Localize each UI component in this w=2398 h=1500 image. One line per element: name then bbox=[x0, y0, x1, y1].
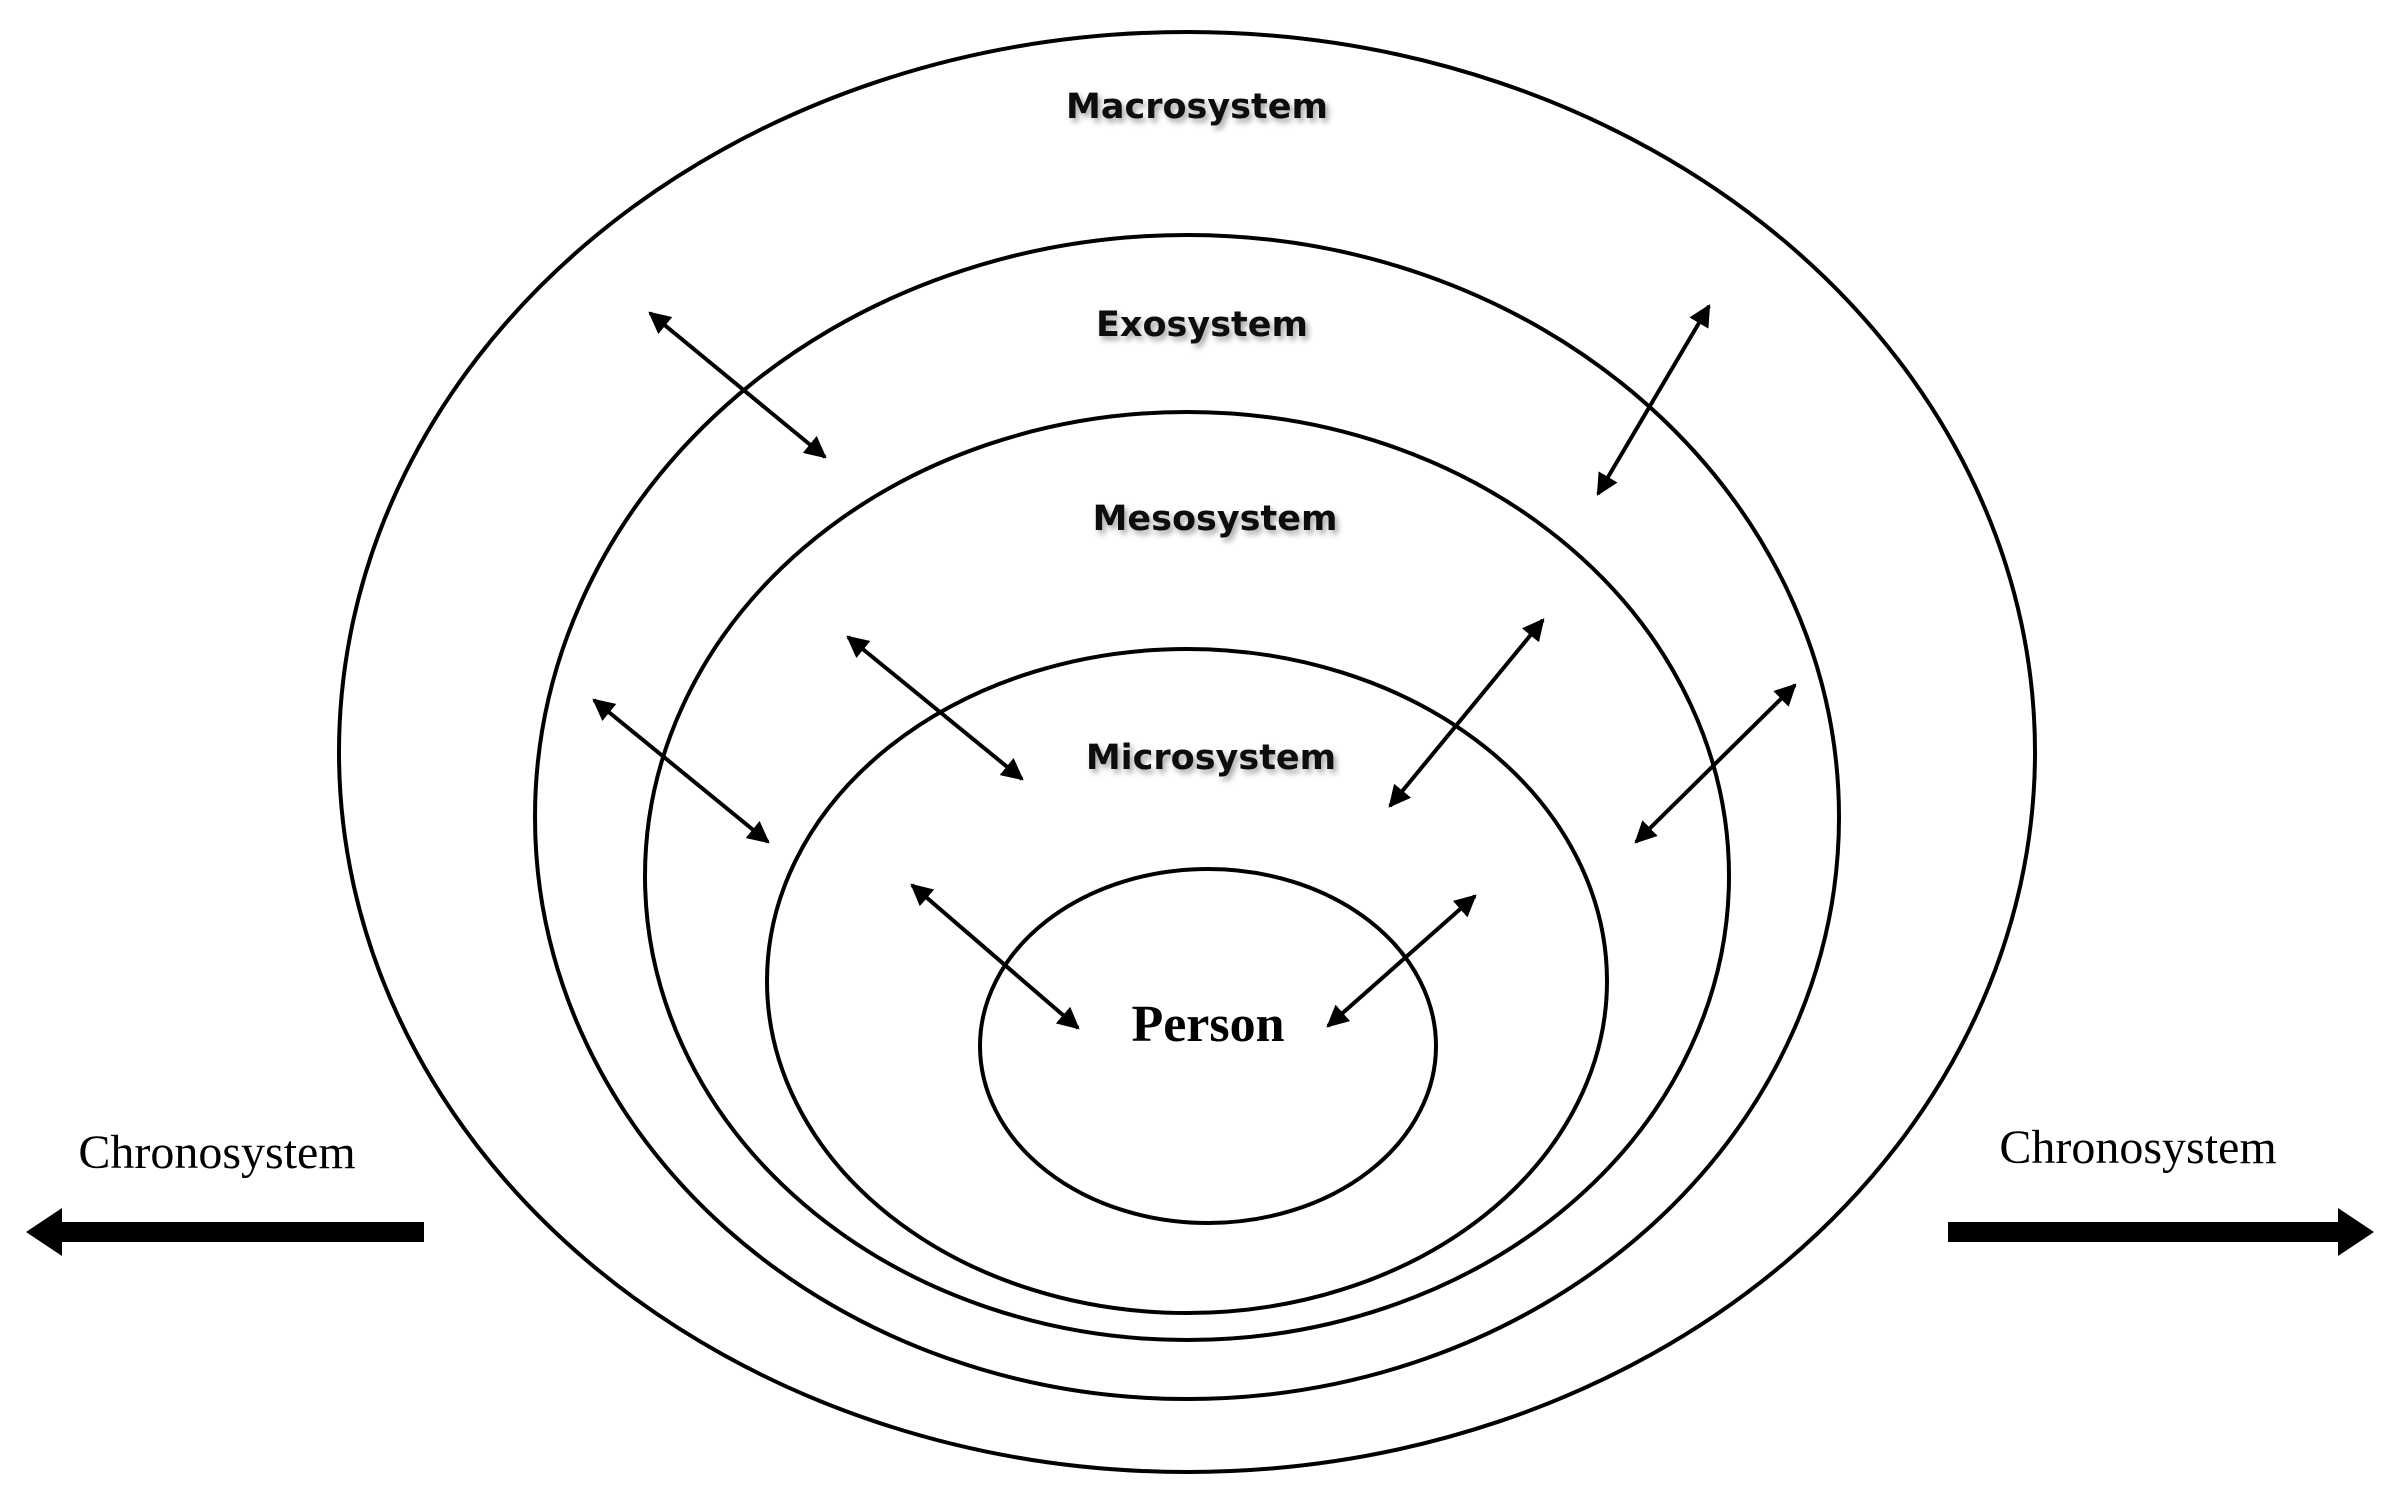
chronosystem-arrowhead-left bbox=[26, 1208, 62, 1256]
macrosystem-label: Macrosystem bbox=[1066, 87, 1328, 127]
interaction-arrow-micro-person-left bbox=[910, 883, 1080, 1030]
interaction-arrow-macro-exo-right bbox=[1596, 304, 1711, 496]
interaction-arrow-exo-meso-right bbox=[1634, 683, 1797, 844]
microsystem-ring bbox=[765, 647, 1609, 1315]
exosystem-ring bbox=[533, 233, 1841, 1401]
chronosystem-arrowhead-right bbox=[2338, 1208, 2374, 1256]
chronosystem-label-right: Chronosystem bbox=[1999, 1121, 2276, 1174]
macrosystem-ring bbox=[337, 30, 2037, 1474]
interaction-arrow-meso-micro-right bbox=[1388, 618, 1545, 808]
interaction-arrow-micro-person-right bbox=[1326, 894, 1477, 1028]
mesosystem-label: Mesosystem bbox=[1093, 499, 1338, 539]
interaction-arrow-meso-micro-left bbox=[846, 635, 1024, 781]
chronosystem-label-left: Chronosystem bbox=[78, 1126, 355, 1179]
microsystem-label: Microsystem bbox=[1086, 738, 1336, 778]
exosystem-label: Exosystem bbox=[1096, 305, 1308, 345]
person-label: Person bbox=[1131, 996, 1284, 1053]
interaction-arrow-exo-meso-left bbox=[592, 698, 770, 844]
interaction-arrow-macro-exo-left bbox=[648, 311, 827, 459]
mesosystem-ring bbox=[643, 410, 1731, 1342]
person-ring bbox=[978, 867, 1438, 1225]
